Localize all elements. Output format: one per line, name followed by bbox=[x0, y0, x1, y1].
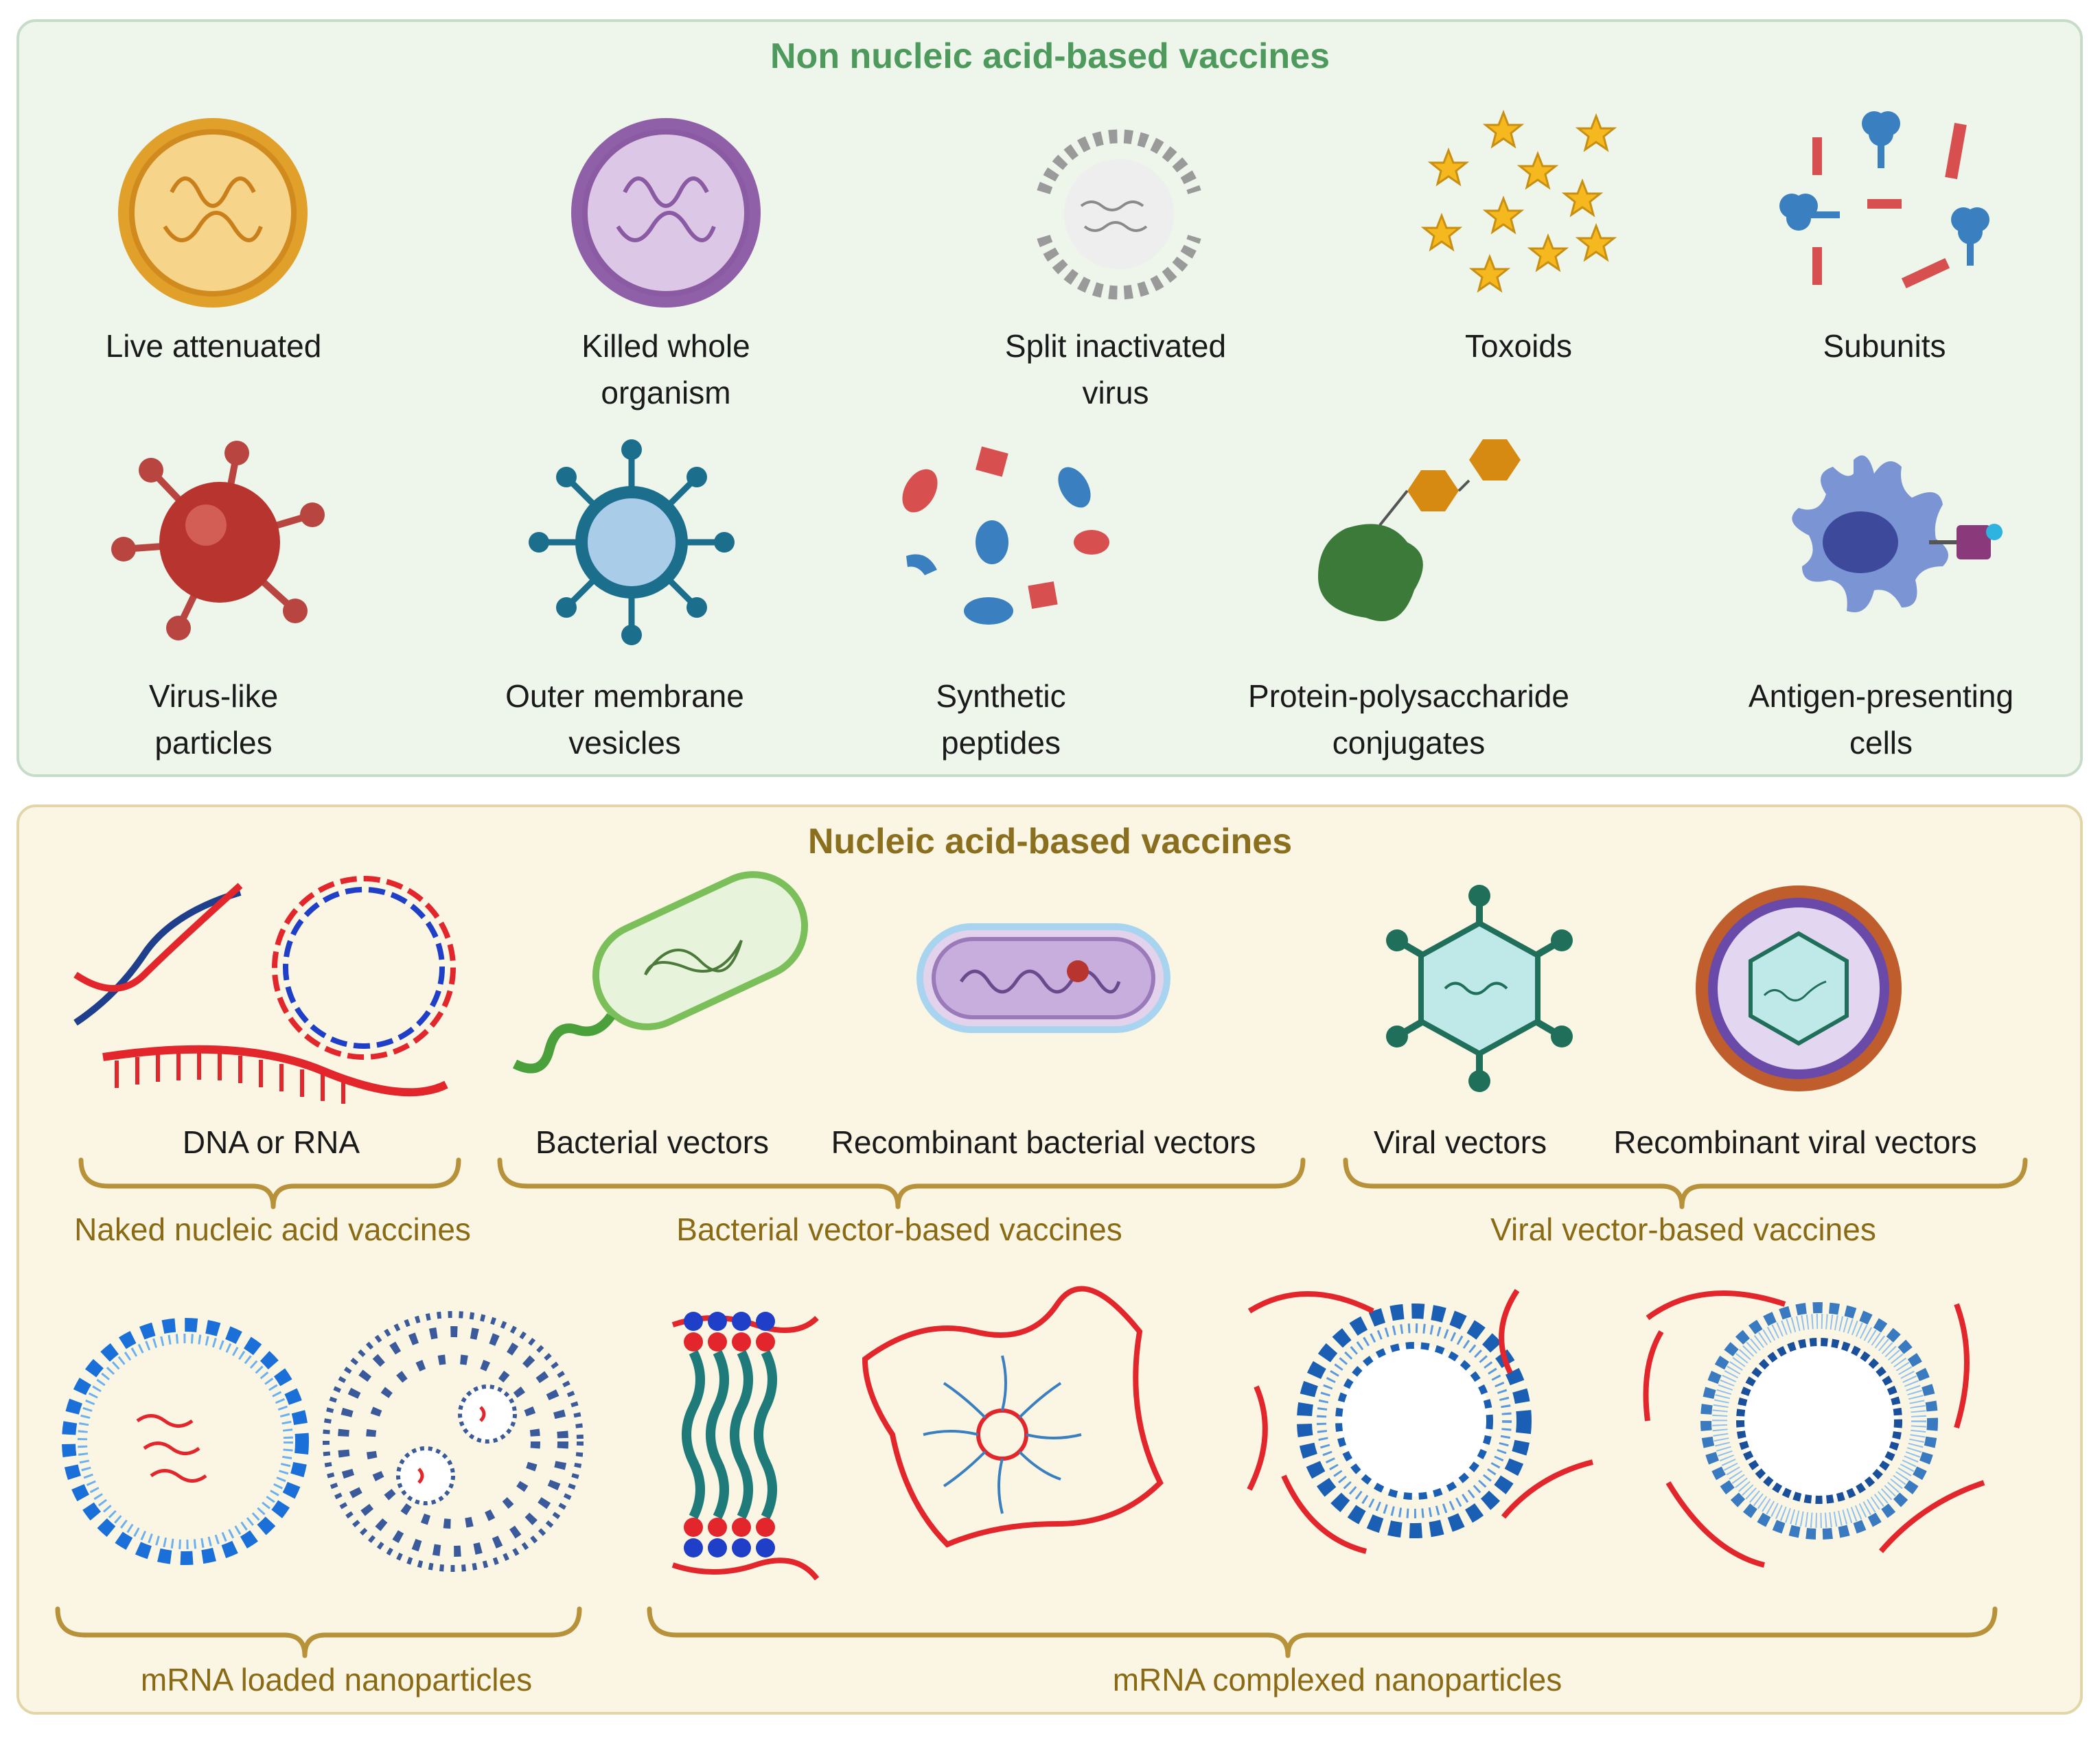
subunits-icon bbox=[1779, 111, 1989, 289]
viral-vector-icon bbox=[1386, 885, 1573, 1092]
group-bacterial-vector-vaccines: Bacterial vector-based vaccines bbox=[676, 1212, 1122, 1247]
micelle-polyplex-icon bbox=[862, 1286, 1164, 1548]
recombinant-viral-vector-icon bbox=[1696, 885, 1902, 1091]
group-mrna-loaded-nanoparticles: mRNA loaded nanoparticles bbox=[140, 1662, 533, 1698]
label-dna-or-rna: DNA or RNA bbox=[182, 1124, 360, 1160]
killed-whole-organism-icon bbox=[571, 118, 761, 308]
bacterial-vector-icon bbox=[512, 871, 809, 1074]
outer-membrane-vesicles-icon bbox=[529, 439, 735, 645]
label-live-attenuated: Live attenuated bbox=[105, 328, 322, 364]
label-subunits: Subunits bbox=[1823, 328, 1946, 364]
live-attenuated-icon bbox=[118, 118, 308, 308]
virus-like-particles-icon bbox=[111, 441, 325, 640]
group-viral-vector-vaccines: Viral vector-based vaccines bbox=[1490, 1212, 1876, 1247]
protein-polysaccharide-conjugate-icon bbox=[1318, 439, 1521, 621]
recombinant-bacterial-vector-icon bbox=[916, 923, 1170, 1033]
polymeric-nanoparticle-icon bbox=[323, 1311, 584, 1572]
label-recombinant-bacterial-vectors: Recombinant bacterial vectors bbox=[831, 1124, 1256, 1160]
antigen-presenting-cell-icon bbox=[1792, 455, 2003, 612]
nucleic-title: Nucleic acid-based vaccines bbox=[807, 822, 1293, 861]
non-nucleic-title: Non nucleic acid-based vaccines bbox=[770, 36, 1330, 76]
dna-rna-icon bbox=[73, 876, 456, 1104]
label-bacterial-vectors: Bacterial vectors bbox=[535, 1124, 770, 1160]
group-mrna-complexed-nanoparticles: mRNA complexed nanoparticles bbox=[1112, 1662, 1562, 1698]
group-naked-nucleic-acid-vaccines: Naked nucleic acid vaccines bbox=[74, 1212, 471, 1247]
label-viral-vectors: Viral vectors bbox=[1373, 1124, 1547, 1160]
non-nucleic-panel bbox=[16, 19, 2083, 777]
split-inactivated-virus-icon bbox=[1037, 129, 1201, 300]
lipoplex-bilayer-icon bbox=[671, 1312, 820, 1581]
lipid-nanoparticle-icon bbox=[62, 1318, 309, 1565]
cationic-liposome-icon bbox=[1247, 1288, 1593, 1554]
synthetic-peptides-icon bbox=[902, 446, 1109, 625]
label-recombinant-viral-vectors: Recombinant viral vectors bbox=[1613, 1124, 1977, 1160]
lipid-polymer-hybrid-icon bbox=[1643, 1290, 1985, 1568]
label-toxoids: Toxoids bbox=[1465, 328, 1572, 364]
